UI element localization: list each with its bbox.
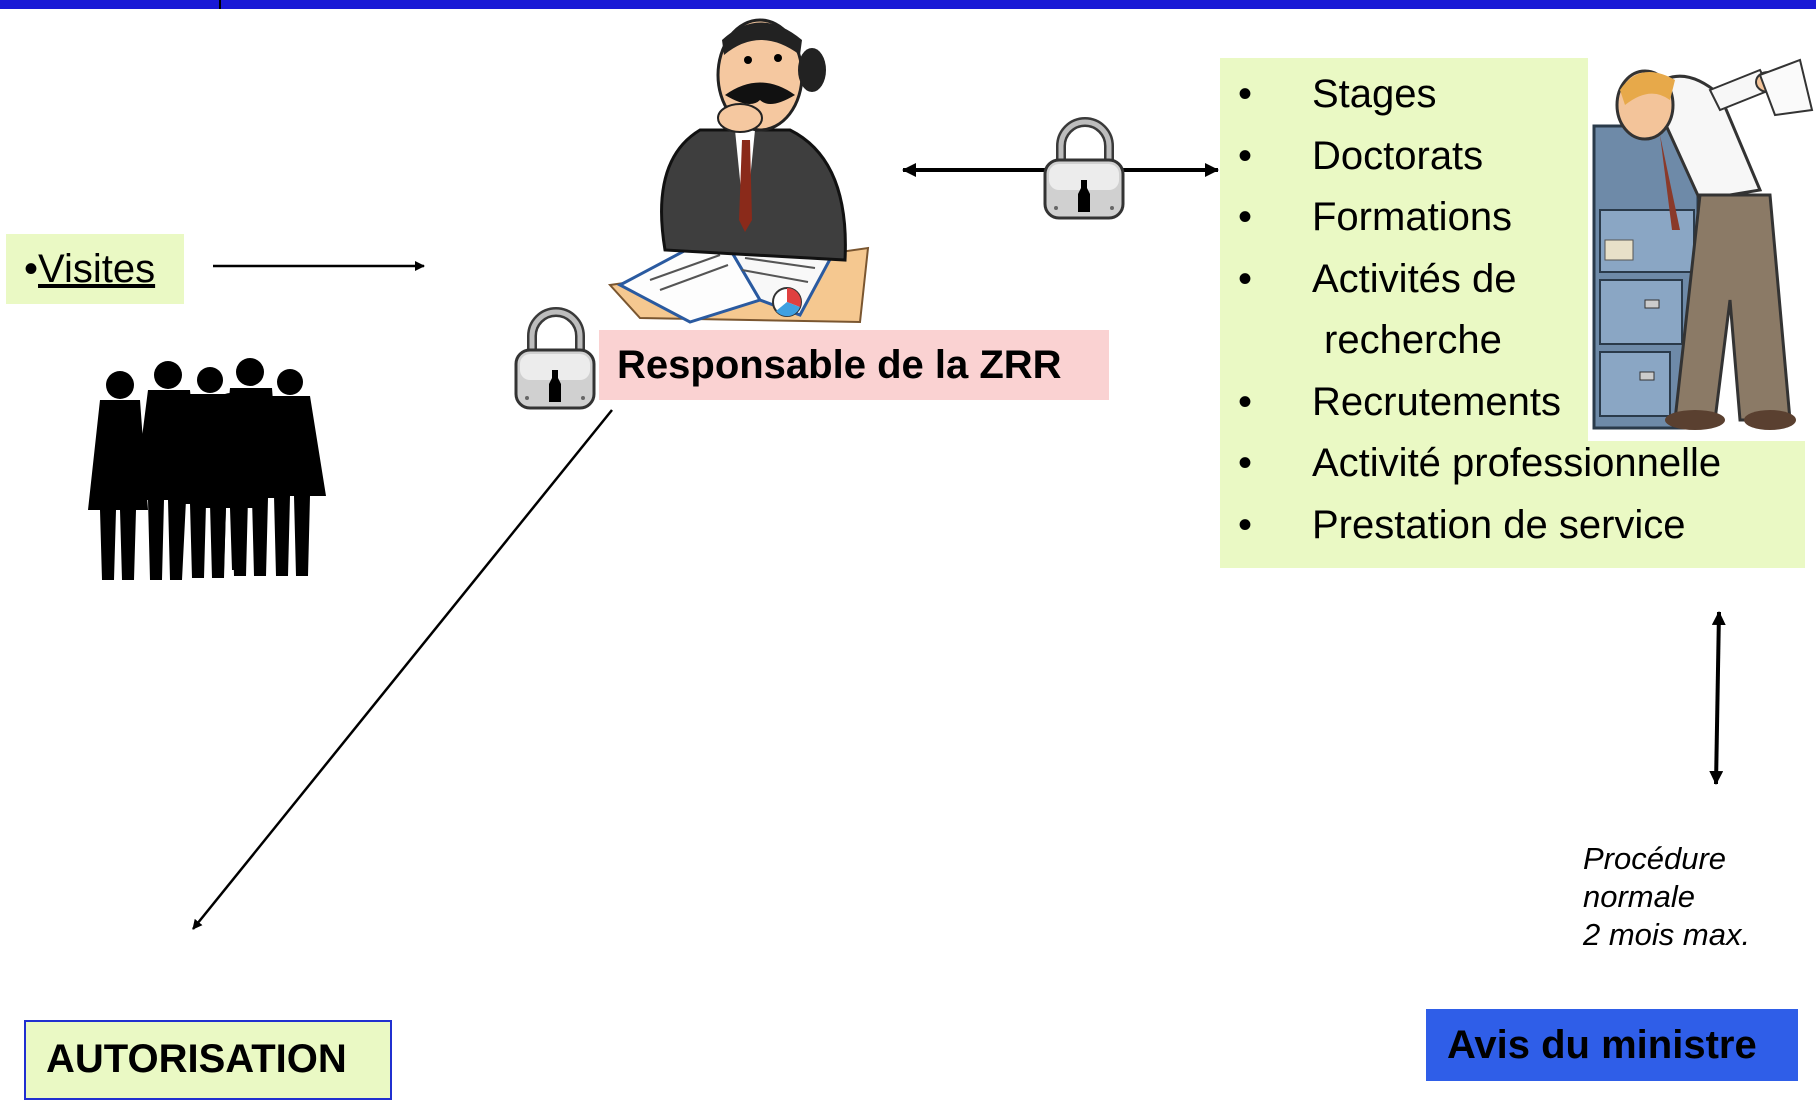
thinking-man-icon <box>607 18 870 324</box>
padlock-icon <box>1043 117 1125 220</box>
top-bar <box>0 0 1816 9</box>
filing-cabinet-man-icon <box>1592 58 1814 430</box>
visites-bullet: • <box>24 247 39 291</box>
procedure-line-1: Procédure <box>1583 841 1727 876</box>
bullet: • <box>1238 379 1253 424</box>
list-item-label: recherche <box>1324 318 1502 362</box>
list-item: • Stages <box>1220 64 1721 126</box>
visites-box: •Visites <box>6 234 184 304</box>
list-item-label: Doctorats <box>1312 133 1484 178</box>
list-item-label: Formations <box>1312 195 1513 239</box>
list-item-label: Activités de <box>1312 256 1517 301</box>
padlock-icon <box>514 307 596 410</box>
bullet: • <box>1238 502 1253 547</box>
activities-box <box>1220 58 1588 441</box>
list-item: • Activité professionnelle <box>1220 433 1721 495</box>
list-item-label: Prestation de service <box>1312 502 1686 547</box>
top-bar-divider <box>219 0 221 9</box>
arrow-activities-avis <box>1709 611 1726 785</box>
procedure-line-3: 2 mois max. <box>1583 917 1751 952</box>
avis-ministre-box: Avis du ministre <box>1426 1009 1798 1081</box>
arrow-responsable-to-autorisation <box>192 409 613 930</box>
list-item: • Activités de <box>1220 249 1721 311</box>
bullet: • <box>1238 441 1253 485</box>
procedure-note: Procédure normale 2 mois max. <box>1583 840 1750 954</box>
list-item-label: Recrutements <box>1312 379 1561 424</box>
bullet: • <box>1238 195 1253 239</box>
avis-label: Avis du ministre <box>1447 1023 1757 1067</box>
list-item: • Doctorats <box>1220 126 1721 188</box>
list-item: • Recrutements <box>1220 372 1721 434</box>
visites-link[interactable]: Visites <box>38 247 156 291</box>
list-item-continuation: recherche <box>1220 310 1721 372</box>
procedure-line-2: normale <box>1583 879 1695 914</box>
activities-list: • Stages • Doctorats • Formations • Activité… <box>1220 64 1721 556</box>
list-item: • Prestation de service <box>1220 495 1721 557</box>
activities-box-extension <box>1220 441 1805 568</box>
bullet: • <box>1238 256 1253 301</box>
people-silhouette-icon <box>88 358 326 580</box>
list-item-label: Activité professionnelle <box>1312 441 1722 485</box>
autorisation-box: AUTORISATION <box>24 1020 392 1100</box>
responsable-label: Responsable de la ZRR <box>617 343 1062 387</box>
bullet: • <box>1238 133 1253 178</box>
list-item: • Formations <box>1220 187 1721 249</box>
autorisation-label: AUTORISATION <box>46 1037 347 1081</box>
bullet: • <box>1238 72 1253 116</box>
list-item-label: Stages <box>1312 72 1437 116</box>
responsable-zrr-box: Responsable de la ZRR <box>599 330 1109 400</box>
